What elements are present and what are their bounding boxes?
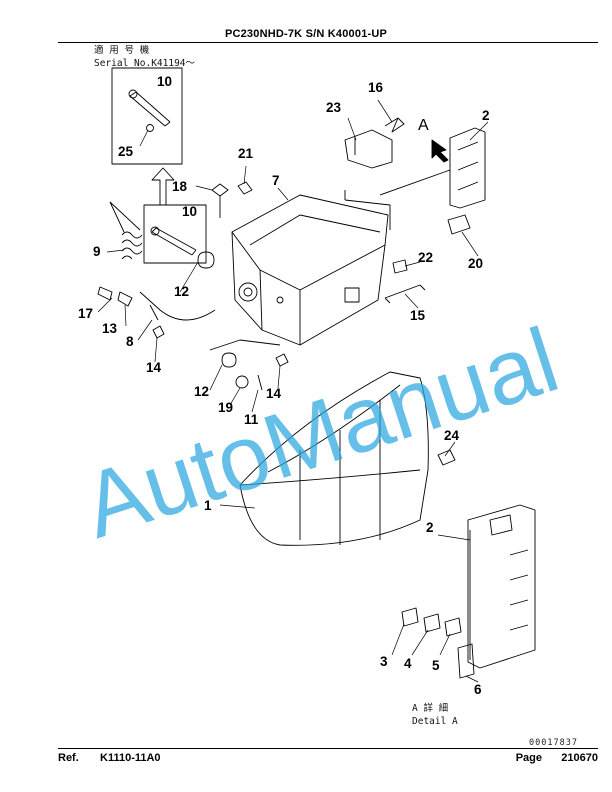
- part-12-upper: [197, 251, 215, 269]
- serial-note-japanese: 適 用 号 機: [94, 45, 150, 56]
- callout-19: 19: [218, 400, 233, 415]
- callout-25: 25: [118, 144, 134, 159]
- leader-lines: [97, 99, 489, 683]
- watermark-text: AutoManual: [71, 309, 569, 558]
- part-20-clip: [447, 214, 471, 235]
- part-11: [257, 374, 263, 391]
- callout-10-inset: 10: [157, 74, 172, 89]
- callout-16: 16: [368, 80, 384, 95]
- callout-13: 13: [102, 321, 118, 336]
- page-title: PC230NHD-7K S/N K40001-UP: [224, 28, 388, 40]
- part-17: [97, 286, 113, 301]
- callout-14-right: 14: [266, 386, 282, 401]
- callout-24: 24: [444, 428, 460, 443]
- header-divider: [58, 42, 598, 43]
- detail-part-5: [444, 617, 462, 637]
- serial-note-english: Serial No.K41194～: [94, 58, 196, 69]
- serial-applicability-note: 適 用 号 機 Serial No.K41194～: [94, 44, 195, 70]
- callout-5: 5: [432, 658, 440, 673]
- detail-a-panel-part-2: [467, 504, 536, 669]
- callout-20: 20: [468, 256, 483, 271]
- harness-part-8: [139, 291, 216, 321]
- bracket-part-23: [344, 129, 393, 169]
- view-a-arrow: [431, 139, 449, 163]
- callout-15: 15: [410, 308, 426, 323]
- upgrade-arrow: [151, 167, 175, 206]
- callout-6: 6: [474, 682, 482, 697]
- callout-7: 7: [272, 173, 280, 188]
- callout-23: 23: [326, 100, 342, 115]
- ref-label: Ref.: [58, 752, 79, 764]
- callout-21: 21: [238, 146, 254, 161]
- detail-part-3: [401, 607, 419, 627]
- callout-numbers: 1 2 2 3 4 5 6 7 8 9 10 10 11 12 12 13 14…: [78, 74, 490, 697]
- callout-2-top: 2: [482, 108, 490, 123]
- detail-part-4: [423, 613, 441, 633]
- view-a-letter: A: [418, 117, 429, 134]
- detail-part-6: [457, 643, 475, 679]
- part-13: [117, 291, 133, 307]
- drawing-number: 00017837: [529, 738, 578, 748]
- callout-14-left: 14: [146, 360, 162, 375]
- callout-1: 1: [204, 498, 212, 513]
- page-number: 210670: [561, 752, 598, 764]
- callout-8: 8: [126, 334, 134, 349]
- main-frame-part-7: [231, 190, 391, 346]
- washer-part-19: [235, 375, 249, 389]
- monitor-panel-part-2-top: [449, 127, 486, 209]
- page-label: Page: [515, 752, 542, 764]
- callout-4: 4: [404, 656, 412, 671]
- callout-11: 11: [244, 412, 259, 427]
- part-10-pin: [143, 204, 207, 264]
- part-21: [237, 181, 253, 195]
- part-22-clip: [392, 259, 408, 274]
- callout-17: 17: [78, 306, 93, 321]
- callout-18: 18: [172, 179, 188, 194]
- part-15-rod: [384, 284, 426, 304]
- callout-3: 3: [380, 654, 388, 669]
- part-12-lower: [221, 352, 237, 368]
- callout-2-detail: 2: [426, 520, 434, 535]
- ref-value: K1110-11A0: [100, 752, 161, 764]
- part-14-lower: [275, 353, 289, 367]
- part-24-clip: [437, 449, 456, 466]
- spring-part-9: [121, 231, 143, 260]
- detail-a-caption: A 詳 細 Detail A: [412, 702, 458, 728]
- detail-a-english: Detail A: [412, 716, 458, 727]
- detail-a-japanese: A 詳 細: [412, 703, 449, 714]
- callout-9: 9: [93, 244, 101, 259]
- cover-part-1: [239, 371, 429, 546]
- part-14-upper: [152, 325, 165, 339]
- callout-12-lower: 12: [194, 384, 209, 399]
- part-18: [211, 183, 229, 218]
- callout-12-upper: 12: [174, 284, 189, 299]
- callout-22: 22: [418, 250, 433, 265]
- callout-10-frame: 10: [182, 204, 197, 219]
- serial-inset-box: [111, 67, 183, 165]
- footer-divider: [58, 748, 598, 749]
- bolt-part-16: [384, 117, 405, 133]
